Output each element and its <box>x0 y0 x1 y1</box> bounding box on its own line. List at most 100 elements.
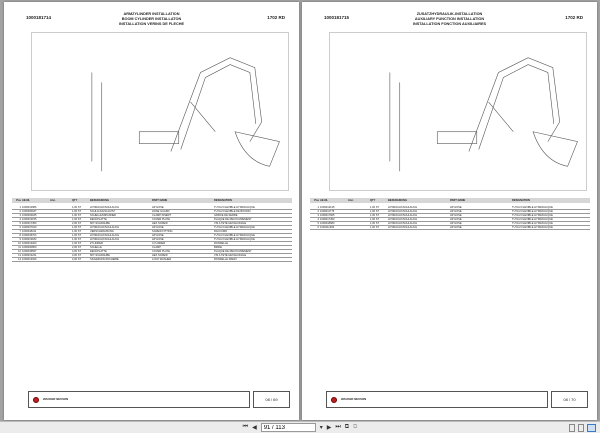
table-cell: HYDRAULIKSCHLAUCH <box>388 226 418 229</box>
table-cell: 1000018211 <box>22 230 37 233</box>
table-cell: SCHELLE <box>90 246 102 249</box>
table-cell: 1 <box>19 206 21 209</box>
table-cell: HYDRAULIKSCHLAUCH <box>388 222 418 225</box>
table-cell: 1,00 ST <box>72 214 82 217</box>
table-cell: 1,00 ST <box>370 226 380 229</box>
table-cell: 1000000800 <box>22 246 37 249</box>
table-cell: HEX SCREW <box>152 222 168 225</box>
table-cell: 4 <box>19 218 21 221</box>
table-cell: 14 <box>18 258 21 261</box>
page-dropdown-icon[interactable]: ▾ <box>319 425 323 431</box>
table-cell: HYDRAULIKSCHLAUCH <box>388 206 418 209</box>
first-page-icon[interactable]: ⏮ <box>242 424 249 430</box>
table-cell: 13 <box>18 254 21 257</box>
page-footer: WACKER NEUSON <box>28 391 250 408</box>
catalog-page: 1000181714 1702 RD ARMZYLINDER INSTALLAT… <box>4 2 299 420</box>
table-cell: 4,00 ST <box>72 250 82 253</box>
table-cell: 2,00 ST <box>72 246 82 249</box>
table-cell: HYDRAULIKSCHLAUCH <box>388 214 418 217</box>
continuous-view-icon[interactable] <box>578 424 584 432</box>
title-line: ARMZYLINDER INSTALLATION <box>123 12 180 16</box>
logo-text: WACKER NEUSON <box>341 397 367 401</box>
table-cell: HP HOSE <box>152 226 164 229</box>
table-cell: HP HOSE <box>450 218 462 221</box>
table-cell: PLAQUE DE RECOUVREMENT <box>214 250 252 253</box>
table-cell: 1,00 ST <box>370 222 380 225</box>
table-cell: 1,00 ST <box>370 206 380 209</box>
column-header: DESIGNATION <box>214 199 232 202</box>
table-cell: 1000013241 <box>22 254 37 257</box>
column-header: AE-NL <box>22 199 30 202</box>
title-line: AUXILIARY FUNCTION INSTALLATION <box>414 17 485 21</box>
table-cell: 1000011775 <box>320 210 335 213</box>
table-cell: DECKPLATTE <box>90 250 107 253</box>
table-cell: 1000018680 <box>320 222 335 225</box>
single-page-view-icon[interactable] <box>569 424 575 432</box>
table-cell: 1,00 ST <box>72 242 82 245</box>
table-cell: HP HOSE <box>152 234 164 237</box>
table-cell: 1,00 ST <box>72 238 82 241</box>
table-cell: 6KT-SCHRAUBE <box>90 222 110 225</box>
column-header: Anz. <box>50 199 56 202</box>
page-number-input[interactable] <box>260 423 316 432</box>
table-cell: 1000017453 <box>320 218 335 221</box>
table-cell: LOCK WASHER <box>152 258 172 261</box>
table-cell: TUYAU FLEXIBLE HYDRAULIQUE <box>512 222 553 225</box>
column-header: BEZEICHNUNG <box>90 199 110 202</box>
revision: 1702 RD <box>565 15 583 20</box>
table-cell: SCREW FITTING <box>152 230 173 233</box>
column-header: DESIGNATION <box>512 199 530 202</box>
table-cell: TUYAU FLEXIBLE DE BOUDIN <box>214 210 251 213</box>
table-cell: 1,00 ST <box>72 210 82 213</box>
catalog-page: 1000181715 1702 RD ZUSATZHYDRAULIK-INSTA… <box>302 2 597 420</box>
two-page-view-icon[interactable] <box>587 424 596 432</box>
table-cell: 3 <box>19 214 21 217</box>
table-cell: VIS A TETE HEXAGONALE <box>214 222 247 225</box>
page-label: 08 / 69 <box>253 391 290 408</box>
logo-text: WACKER NEUSON <box>43 397 69 401</box>
table-cell: 1000018704 <box>22 234 37 237</box>
next-page-icon[interactable]: ▶ <box>326 425 332 431</box>
table-cell: 4 <box>317 218 319 221</box>
table-cell: HYDRAULIKSCHLAUCH <box>388 218 418 221</box>
table-cell: 2,00 ST <box>72 222 82 225</box>
part-number: 1000181715 <box>324 15 350 20</box>
table-cell: ZYLINDER <box>90 242 103 245</box>
table-cell: 5 <box>317 222 319 225</box>
fit-icon[interactable]: ⧉ <box>353 424 358 430</box>
table-cell: CLAMP <box>152 246 161 249</box>
table-cell: COVER PLATE <box>152 218 170 221</box>
column-header: QTY <box>72 199 78 202</box>
column-header: BEZEICHNUNG <box>388 199 408 202</box>
title-line: INSTALLATION VERINS DE FLECHE <box>118 22 185 26</box>
table-cell: 7 <box>19 230 21 233</box>
table-cell: 4,00 ST <box>72 254 82 257</box>
rotate-icon[interactable]: ⧉ <box>344 424 350 430</box>
page-label: 08 / 70 <box>551 391 588 408</box>
table-cell: 1000003185 <box>22 214 37 217</box>
table-cell: 9 <box>19 238 21 241</box>
prev-page-icon[interactable]: ◀ <box>252 425 257 431</box>
table-cell: 1,00 ST <box>370 218 380 221</box>
table-cell: 1,00 ST <box>72 234 82 237</box>
last-page-icon[interactable]: ⏭ <box>335 424 341 430</box>
table-cell: 1,00 ST <box>72 206 82 209</box>
table-cell: 4,00 ST <box>72 258 82 261</box>
company-logo-icon <box>33 396 39 403</box>
table-cell: HYDRAULIKSCHLAUCH <box>90 226 120 229</box>
title-line: BOOM CYLINDER INSTALLATON <box>121 17 182 21</box>
table-cell: 8 <box>19 234 21 237</box>
table-cell: CLAMP INSERT <box>152 214 172 217</box>
column-header: QTY <box>370 199 376 202</box>
table-cell: VERSCHRAUBUNG <box>90 230 114 233</box>
